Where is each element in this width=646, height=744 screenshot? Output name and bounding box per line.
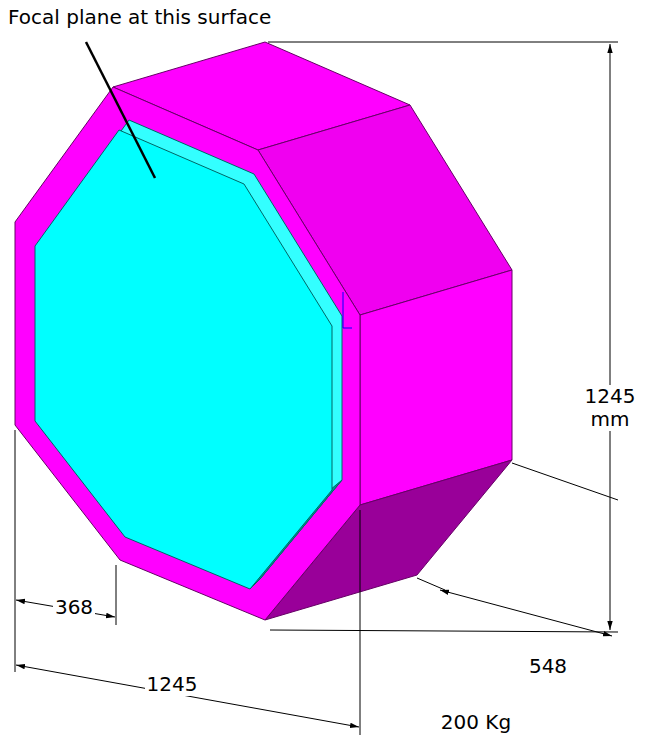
width-dimension <box>15 430 360 735</box>
leader-line <box>86 42 155 178</box>
focal-plane-window <box>35 130 332 589</box>
mass-label: 200 Kg <box>439 711 513 734</box>
front-face <box>15 87 360 620</box>
chamfer-dimension <box>16 565 116 625</box>
dimension-label: 1245 mm <box>578 385 642 431</box>
dimension-label: 548 <box>527 655 569 678</box>
axis-glyph <box>343 292 352 328</box>
height-dimension <box>268 42 618 632</box>
callout-note: Focal plane at this surface <box>8 6 271 29</box>
depth-dimension <box>417 463 618 636</box>
dimension-label: 1245 <box>145 673 200 696</box>
dimension-label: 368 <box>53 596 95 619</box>
